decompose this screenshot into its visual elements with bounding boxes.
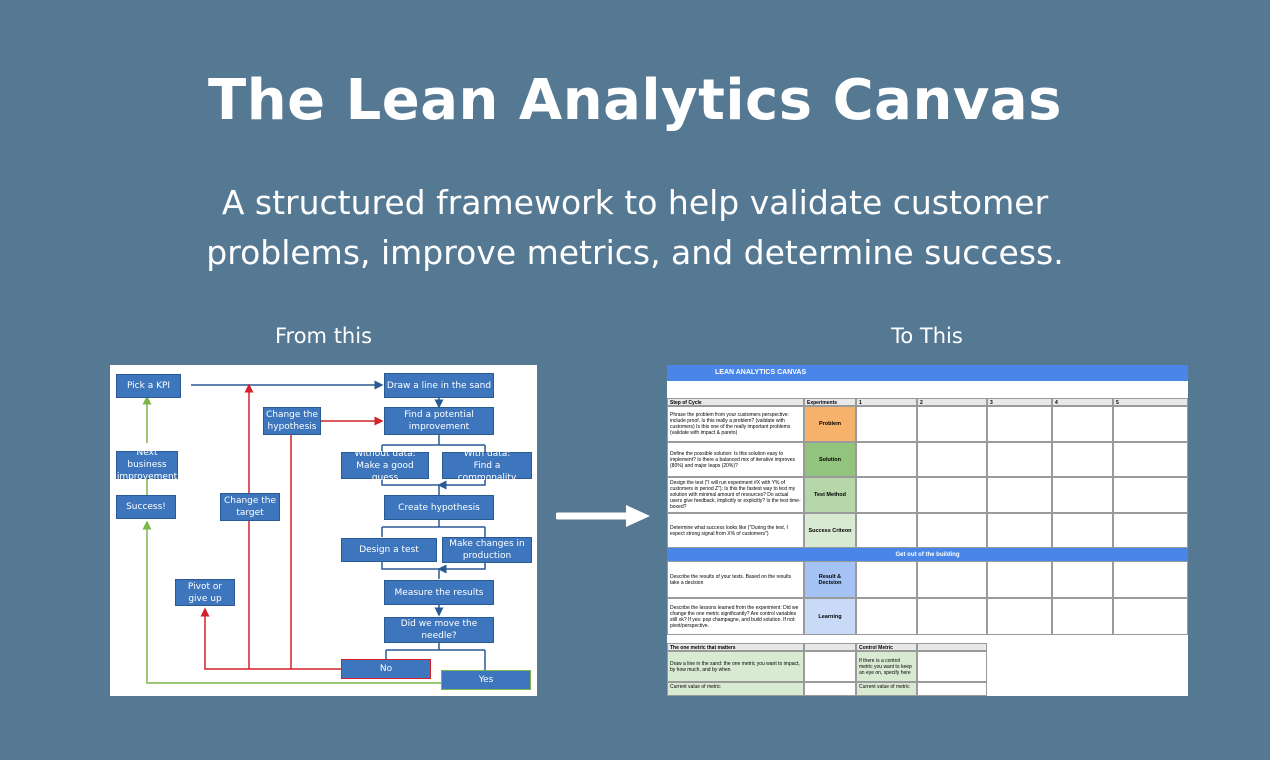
- find-improvement-box: Find a potential improvement: [384, 407, 494, 435]
- draw-line-box: Draw a line in the sand: [384, 373, 494, 398]
- row-desc: Phrase the problem from your customers p…: [667, 406, 804, 442]
- change-hypothesis-box: Change the hypothesis: [263, 407, 321, 435]
- caption-to: To This: [891, 324, 963, 348]
- control-desc: If there is a control metric you want to…: [856, 651, 917, 682]
- grid-cell: [1052, 442, 1113, 477]
- grid-cell: [917, 477, 987, 513]
- current-control: Current value of metric: [856, 682, 917, 696]
- current-omtm: Current value of metric: [667, 682, 804, 696]
- measure-results-box: Measure the results: [384, 580, 494, 605]
- create-hypothesis-box: Create hypothesis: [384, 495, 494, 520]
- grid-cell: [917, 406, 987, 442]
- design-test-box: Design a test: [341, 538, 437, 562]
- control-header: Control Metric: [856, 643, 917, 651]
- row-desc: Define the possible solution: Is this so…: [667, 442, 804, 477]
- pick-kpi-box: Pick a KPI: [116, 374, 181, 398]
- current-omtm-value: [804, 682, 856, 696]
- header-col-4: 4: [1052, 398, 1113, 406]
- grid-cell: [987, 406, 1052, 442]
- no-box: No: [341, 659, 431, 679]
- grid-cell: [917, 561, 987, 598]
- grid-cell: [1052, 561, 1113, 598]
- header-col-5: 5: [1113, 398, 1188, 406]
- omtm-desc: Draw a line in the sand: the one metric …: [667, 651, 804, 682]
- header-step: Step of Cycle: [667, 398, 804, 406]
- grid-cell: [987, 561, 1052, 598]
- header-col-2: 2: [917, 398, 987, 406]
- with-data-box: With data: Find a commonality: [442, 449, 532, 483]
- grid-cell: [917, 598, 987, 635]
- flowchart-connectors: [142, 380, 486, 684]
- grid-cell: [856, 598, 917, 635]
- success-box: Success!: [116, 495, 176, 519]
- flowchart-panel: Pick a KPI Next business improvement Suc…: [110, 365, 537, 696]
- row-desc: Design the test ("I will run experiment …: [667, 477, 804, 513]
- grid-cell: [917, 513, 987, 548]
- page-subtitle: A structured framework to help validate …: [206, 183, 1064, 272]
- grid-cell: [1113, 477, 1188, 513]
- grid-cell: [1113, 442, 1188, 477]
- grid-cell: [1052, 477, 1113, 513]
- row-desc: Describe the results of your tests. Base…: [667, 561, 804, 598]
- control-header-blank: [917, 643, 987, 651]
- yes-box: Yes: [441, 670, 531, 690]
- row-label: Learning: [804, 598, 856, 635]
- omtm-value: [804, 651, 856, 682]
- header-experiments: Experiments: [804, 398, 856, 406]
- canvas-header-bar: LEAN ANALYTICS CANVAS: [667, 365, 1188, 381]
- row-label: Solution: [804, 442, 856, 477]
- grid-cell: [1052, 598, 1113, 635]
- caption-from: From this: [274, 324, 373, 348]
- grid-cell: [856, 442, 917, 477]
- grid-cell: [1113, 513, 1188, 548]
- canvas-header: LEAN ANALYTICS CANVAS: [715, 369, 807, 376]
- grid-cell: [1113, 406, 1188, 442]
- pivot-box: Pivot or give up: [175, 579, 235, 606]
- make-changes-box: Make changes in production: [442, 537, 532, 563]
- row-label: Result & Decision: [804, 561, 856, 598]
- row-label: Test Method: [804, 477, 856, 513]
- header-col-3: 3: [987, 398, 1052, 406]
- row-label: Problem: [804, 406, 856, 442]
- row-desc: Describe the lessons learned from the ex…: [667, 598, 804, 635]
- grid-cell: [1113, 561, 1188, 598]
- grid-cell: [1052, 406, 1113, 442]
- grid-cell: [856, 477, 917, 513]
- move-needle-box: Did we move the needle?: [384, 617, 494, 643]
- change-target-box: Change the target: [220, 493, 280, 521]
- page-title: The Lean Analytics Canvas: [208, 68, 1062, 133]
- grid-cell: [917, 442, 987, 477]
- band-get-out: Get out of the building: [667, 548, 1188, 561]
- omtm-header-blank: [804, 643, 856, 651]
- row-label: Success Criteon: [804, 513, 856, 548]
- canvas-spreadsheet: LEAN ANALYTICS CANVAS Step of Cycle Expe…: [667, 365, 1188, 696]
- omtm-header: The one metric that matters: [667, 643, 804, 651]
- grid-cell: [987, 442, 1052, 477]
- arrow-right-icon: [556, 505, 650, 527]
- grid-cell: [856, 561, 917, 598]
- grid-cell: [987, 513, 1052, 548]
- row-desc: Determine what success looks like ("Duri…: [667, 513, 804, 548]
- grid-cell: [856, 513, 917, 548]
- header-col-1: 1: [856, 398, 917, 406]
- next-business-box: Next business improvement: [116, 448, 178, 482]
- current-control-value: [917, 682, 987, 696]
- grid-cell: [1052, 513, 1113, 548]
- without-data-box: Without data: Make a good guess: [341, 449, 429, 483]
- grid-cell: [987, 477, 1052, 513]
- grid-cell: [1113, 598, 1188, 635]
- grid-cell: [987, 598, 1052, 635]
- grid-cell: [856, 406, 917, 442]
- control-value: [917, 651, 987, 682]
